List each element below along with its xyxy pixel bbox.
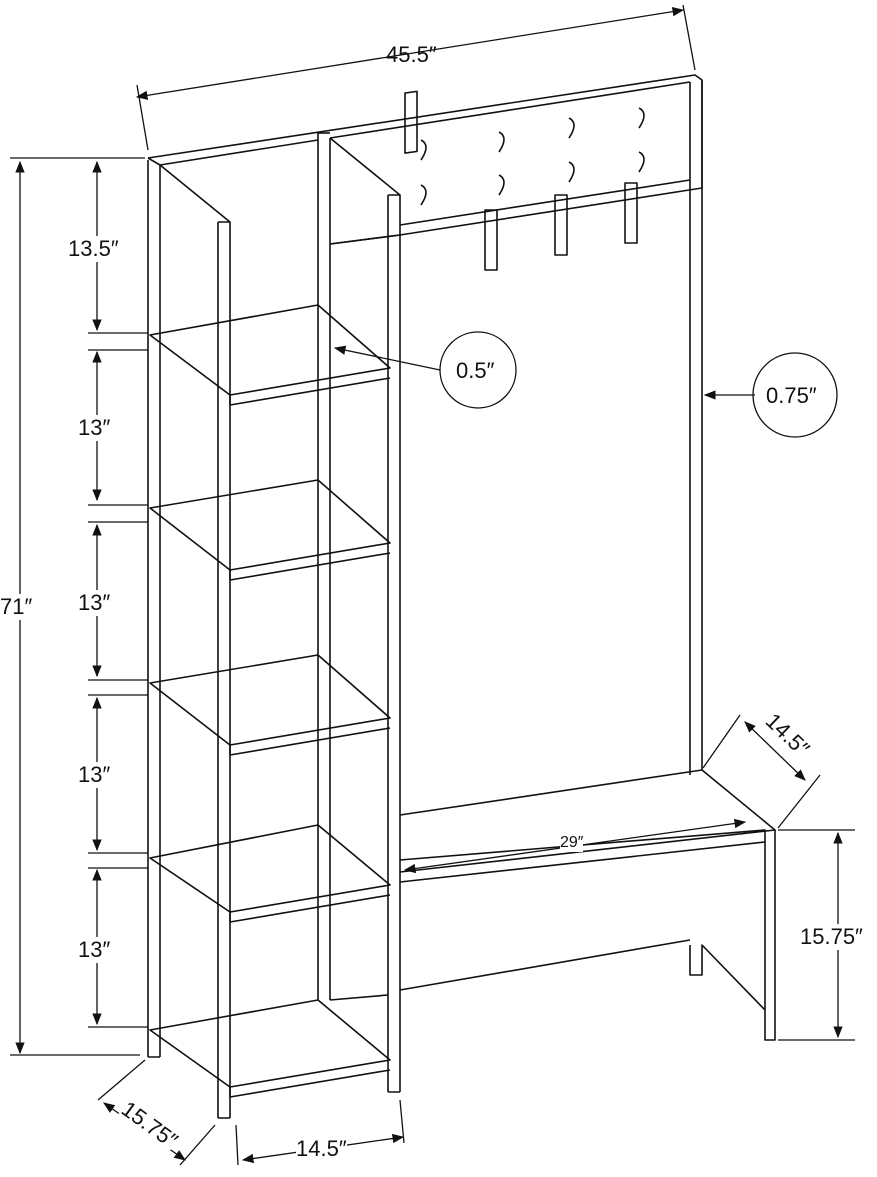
frame-posts — [147, 80, 703, 1119]
shelf-thickness-label: 0.5″ — [456, 358, 495, 383]
coat-hooks — [404, 90, 645, 271]
shelves — [149, 304, 391, 1098]
overall-width-label: 45.5″ — [386, 42, 437, 67]
shelf-gap-label-1: 13″ — [78, 415, 111, 441]
shelf-gap-label-3: 13″ — [78, 762, 111, 788]
overall-height-label: 71″ — [0, 594, 33, 620]
shelf-gap-label-2: 13″ — [78, 590, 111, 616]
bench-width-label: 29″ — [560, 834, 584, 852]
tower-width-label: 14.5″ — [296, 1136, 347, 1162]
shelf-gap-label-4: 13″ — [78, 937, 111, 963]
hook-panel — [147, 74, 703, 245]
bench — [329, 769, 776, 1041]
bench-height-label: 15.75″ — [800, 924, 863, 950]
top-shelf-gap-label: 13.5″ — [68, 236, 119, 262]
frame-thickness-label: 0.75″ — [766, 383, 817, 408]
